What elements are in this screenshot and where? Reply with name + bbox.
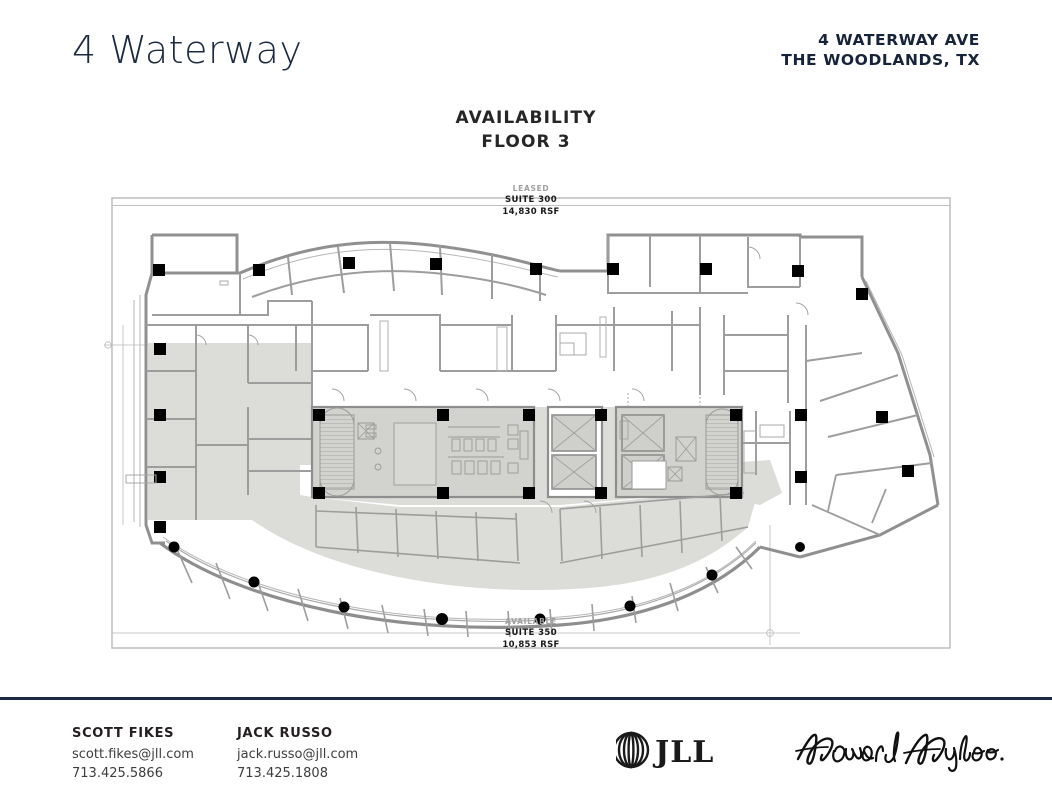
suite-350-name: SUITE 350 bbox=[505, 628, 557, 638]
misc-plan-details bbox=[125, 280, 785, 484]
footer-logos: JLL bbox=[607, 722, 1006, 778]
contact-name: SCOTT FIKES bbox=[72, 726, 175, 741]
contact-phone[interactable]: 713.425.5866 bbox=[72, 766, 163, 781]
square-columns bbox=[153, 257, 914, 533]
right-angled-offices bbox=[811, 474, 887, 536]
floorplan-drawing: LEASED SUITE 300 14,830 RSF AVAILABLE SU… bbox=[104, 184, 951, 650]
jll-logo: JLL bbox=[607, 730, 714, 770]
suite-300-area: 14,830 RSF bbox=[502, 207, 559, 217]
window-mullions bbox=[379, 316, 607, 372]
inner-office-row bbox=[315, 492, 749, 564]
footer-divider bbox=[0, 697, 1052, 700]
suite-300-label: LEASED SUITE 300 14,830 RSF bbox=[112, 184, 950, 217]
suite-350-area: 10,853 RSF bbox=[502, 640, 559, 650]
interior-walls-top bbox=[152, 235, 801, 316]
page-footer: SCOTT FIKES scott.fikes@jll.com 713.425.… bbox=[0, 700, 1052, 810]
contact-email[interactable]: scott.fikes@jll.com bbox=[72, 747, 194, 762]
bottom-curved-facade bbox=[159, 536, 801, 629]
howard-hughes-logo bbox=[795, 731, 1004, 772]
page-title: 4 Waterway bbox=[72, 28, 303, 72]
suite-300-name: SUITE 300 bbox=[505, 195, 557, 205]
contact-phone[interactable]: 713.425.1808 bbox=[237, 766, 328, 781]
address-line-2: THE WOODLANDS, TX bbox=[781, 51, 980, 69]
floorplan-container: LEASED SUITE 300 14,830 RSF AVAILABLE SU… bbox=[0, 175, 1052, 675]
floor-label: FLOOR 3 bbox=[481, 132, 571, 152]
building-core bbox=[310, 405, 744, 499]
svg-text:JLL: JLL bbox=[652, 735, 714, 770]
suite-350-status: AVAILABLE bbox=[505, 617, 557, 626]
contact-email[interactable]: jack.russo@jll.com bbox=[237, 747, 359, 762]
building-address: 4 WATERWAY AVE THE WOODLANDS, TX bbox=[781, 30, 980, 70]
address-line-1: 4 WATERWAY AVE bbox=[818, 31, 980, 49]
availability-heading: AVAILABILITY FLOOR 3 bbox=[0, 106, 1052, 154]
contact-card: SCOTT FIKES scott.fikes@jll.com 713.425.… bbox=[72, 726, 194, 783]
suite-350-label: AVAILABLE SUITE 350 10,853 RSF bbox=[502, 617, 559, 650]
availability-label: AVAILABILITY bbox=[455, 108, 597, 128]
drawing-frame bbox=[111, 197, 951, 649]
round-columns bbox=[168, 541, 805, 625]
contact-name: JACK RUSSO bbox=[237, 726, 333, 741]
suite-300-status: LEASED bbox=[513, 184, 550, 193]
page-header: 4 Waterway 4 WATERWAY AVE THE WOODLANDS,… bbox=[0, 0, 1052, 100]
door-swings bbox=[195, 246, 809, 514]
contact-card: JACK RUSSO jack.russo@jll.com 713.425.18… bbox=[237, 726, 358, 783]
